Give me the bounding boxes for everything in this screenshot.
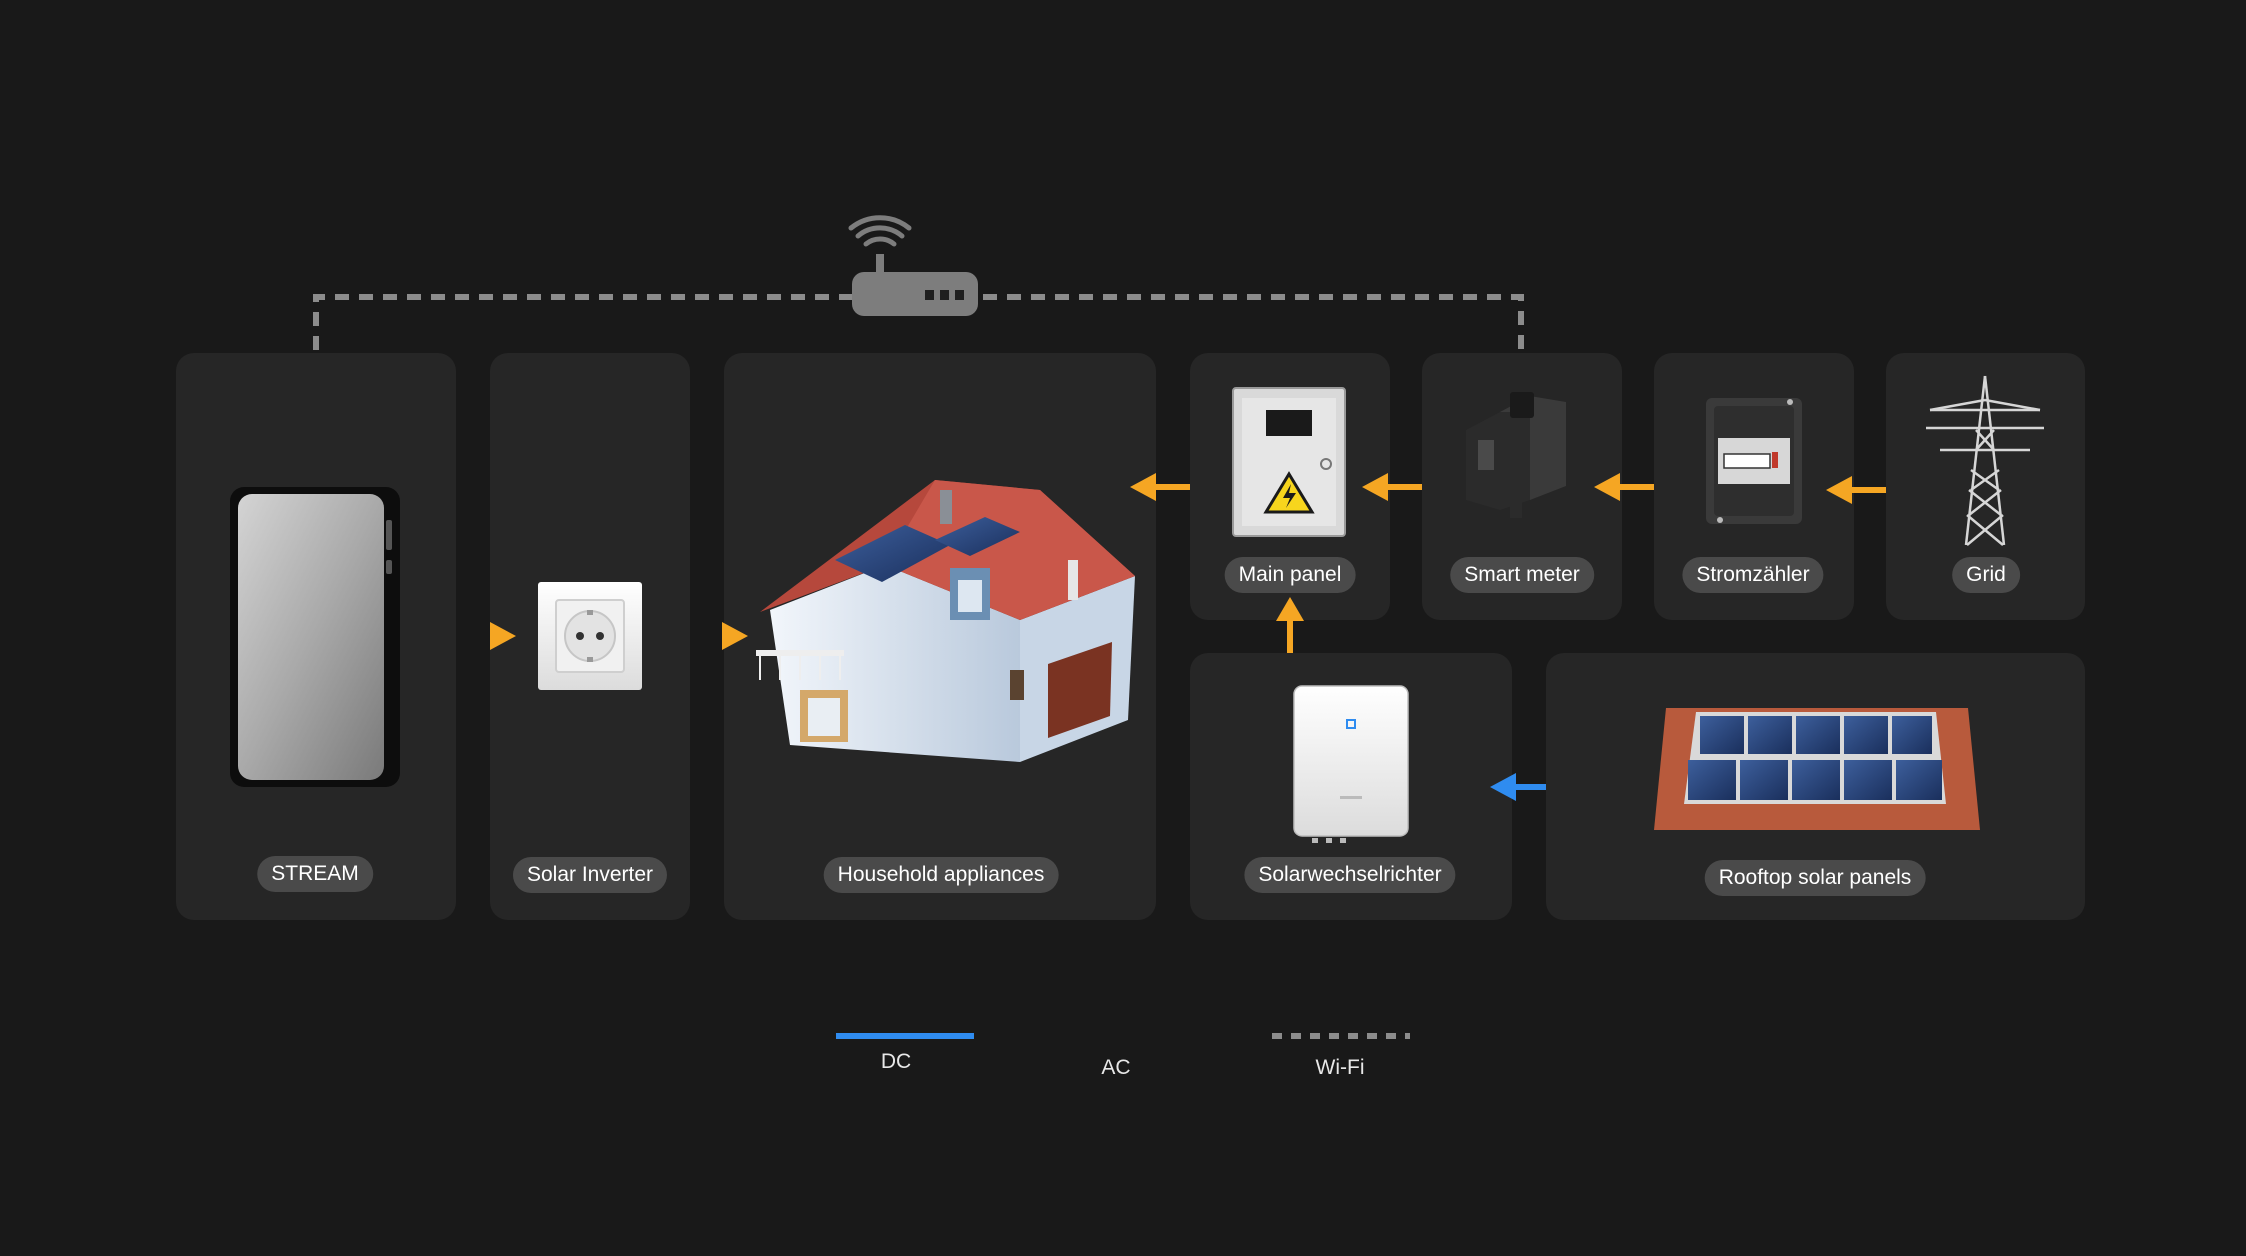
legend-dc-label: DC [880, 1050, 912, 1073]
inverter-icon [1293, 685, 1409, 843]
solar-panels-label: Rooftop solar panels [1704, 860, 1926, 896]
solar-panel-roof-icon [1654, 708, 1980, 830]
power-pylon-icon [1926, 375, 2044, 546]
electrical-panel-icon [1232, 387, 1346, 537]
legend-ac-label: AC [1101, 1056, 1131, 1079]
house-icon [756, 480, 1135, 762]
dc-arrow [1490, 773, 1546, 801]
battery-unit-icon [230, 487, 400, 787]
power-socket-icon [538, 582, 642, 690]
inverter-label: Solarwechselrichter [1244, 857, 1456, 893]
smart-meter-icon [1466, 392, 1566, 518]
socket-label: Solar Inverter [512, 857, 668, 893]
wifi-router-icon [848, 215, 978, 316]
electricity-meter-icon [1706, 398, 1802, 524]
ac-arrows [458, 473, 1886, 653]
grid-label: Grid [1952, 557, 2020, 593]
smart-meter-label: Smart meter [1450, 557, 1594, 593]
legend-wifi-label: Wi-Fi [1315, 1056, 1365, 1079]
stromzaehler-label: Stromzähler [1682, 557, 1824, 593]
stream-label: STREAM [257, 856, 373, 892]
house-label: Household appliances [823, 857, 1059, 893]
main-panel-label: Main panel [1224, 557, 1356, 593]
